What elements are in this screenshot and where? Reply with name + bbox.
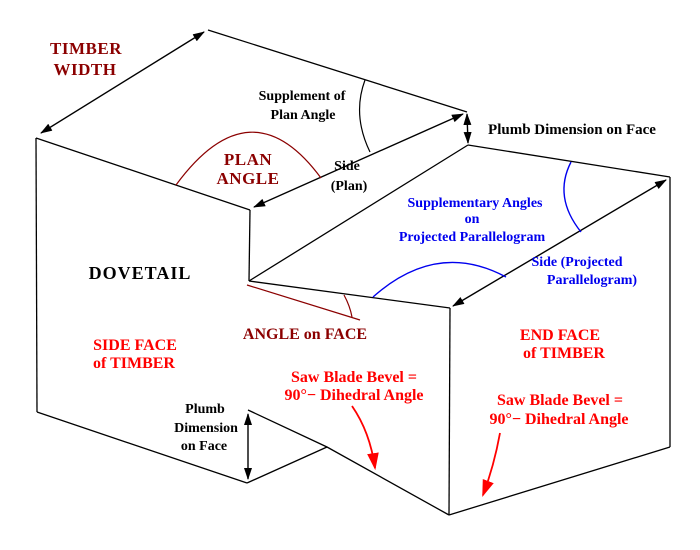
side-projected-parallelogram-arrow <box>452 179 667 307</box>
saw-blade-right-label-line1: Saw Blade Bevel = <box>497 392 623 409</box>
plan-angle-label-line2: ANGLE <box>217 169 280 188</box>
side-face-label-line2: of TIMBER <box>93 355 175 372</box>
supplement-label-line2: Plan Angle <box>271 108 336 123</box>
supplementary-angles-label-line3: Projected Parallelogram <box>399 230 546 245</box>
saw-blade-left-label-line2: 90°− Dihedral Angle <box>284 387 423 404</box>
lower-notch-edge <box>246 446 328 484</box>
timber-width-arrow <box>40 31 205 134</box>
top-back-edge-left-block <box>207 29 468 113</box>
side-face-bottom-edge <box>36 411 248 484</box>
lower-block-bottom-front-edge <box>247 409 450 516</box>
end-face-left-vertical-edge <box>448 307 451 516</box>
plumb-dimension-bottom-label-line1: Plumb <box>185 402 225 417</box>
saw-bevel-pointer-left <box>351 405 379 471</box>
parallelogram-front-edge <box>248 280 451 309</box>
side-face-left-vertical-edge <box>35 137 38 413</box>
supplementary-angles-label-line1: Supplementary Angles <box>408 196 544 211</box>
saw-blade-left-label-line1: Saw Blade Bevel = <box>291 369 417 386</box>
plumb-dimension-top-label: Plumb Dimension on Face <box>488 122 656 138</box>
side-projected-label-line1: Side (Projected <box>531 255 622 270</box>
plan-angle-arc <box>175 131 322 186</box>
annotations: TIMBER WIDTH PLAN ANGLE Supplement of Pl… <box>50 39 656 454</box>
plumb-dimension-bottom-label-line3: on Face <box>181 439 227 454</box>
end-face-label-line1: END FACE <box>520 327 600 344</box>
end-face-bottom-edge <box>448 446 671 516</box>
side-plan-label-line1: Side <box>334 159 360 174</box>
supplementary-angle-arc-left <box>372 261 507 298</box>
angle-on-face-reference-line <box>246 284 361 321</box>
side-plan-label-line2: (Plan) <box>331 179 368 194</box>
dimension-arrows <box>40 31 667 480</box>
supplement-label-line1: Supplement of <box>259 89 346 104</box>
supplementary-angle-arc-right <box>563 161 582 233</box>
angle-arcs <box>175 79 582 321</box>
top-front-edge-left-block <box>35 137 251 211</box>
notch-front-vertical-edge <box>248 209 251 282</box>
angle-on-face-arc <box>343 294 353 318</box>
end-face-label-line2: of TIMBER <box>523 345 605 362</box>
timber-outline <box>35 29 671 516</box>
saw-bevel-pointers <box>351 405 501 497</box>
timber-width-label-line2: WIDTH <box>54 60 117 79</box>
side-plan-arrow <box>253 113 464 208</box>
side-projected-label-line2: Parallelogram) <box>547 273 638 288</box>
side-face-label-line1: SIDE FACE <box>93 337 177 354</box>
timber-width-label-line1: TIMBER <box>50 39 122 58</box>
plan-angle-label-line1: PLAN <box>224 150 273 169</box>
parallelogram-back-edge <box>467 144 671 178</box>
angle-on-face-label: ANGLE on FACE <box>243 326 367 343</box>
dovetail-label: DOVETAIL <box>89 263 192 283</box>
supplementary-angles-label-line2: on <box>465 212 480 227</box>
saw-bevel-pointer-right <box>482 432 501 497</box>
plumb-dimension-arrow-top <box>463 113 472 144</box>
saw-blade-right-label-line2: 90°− Dihedral Angle <box>489 411 628 428</box>
plumb-dimension-bottom-label-line2: Dimension <box>174 421 238 436</box>
supplement-angle-arc <box>358 79 371 153</box>
